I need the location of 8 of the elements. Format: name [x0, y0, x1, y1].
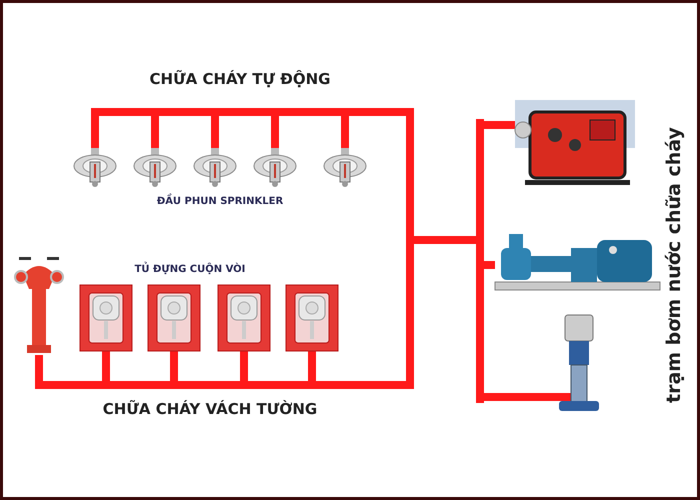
station-title: trạm bơm nước chữa cháy — [663, 126, 685, 405]
pipe — [484, 121, 515, 129]
section-label: TỦ ĐỰNG CUỘN VÒI — [134, 264, 246, 275]
section-label: CHỮA CHÁY VÁCH TƯỜNG — [102, 400, 318, 418]
pipe — [484, 393, 571, 401]
pipe — [484, 261, 495, 269]
section-label: ĐẦU PHUN SPRINKLER — [156, 196, 284, 207]
section-label: CHỮA CHÁY TỰ ĐỘNG — [150, 70, 330, 88]
